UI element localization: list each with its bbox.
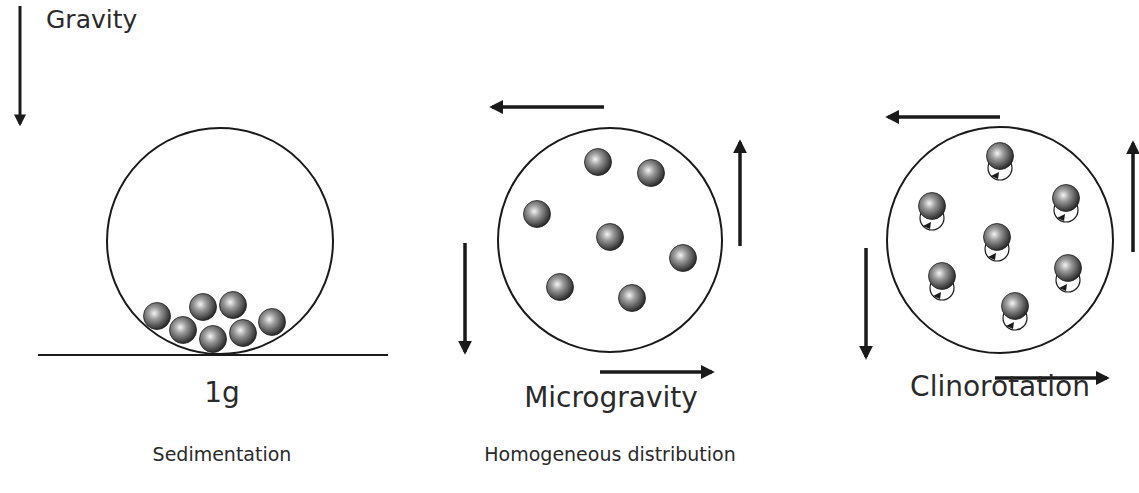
ground-line [38,354,388,356]
particle [1053,185,1080,212]
trace-mark [988,253,996,260]
particle [919,193,946,220]
particle [200,326,227,353]
condition-label: 1g [204,377,240,409]
rotation-arrow [600,370,712,374]
particle [638,160,665,187]
rotation-arrow [864,248,868,357]
container-circle [498,128,722,352]
particle [144,303,171,330]
trace-mark [1057,214,1065,221]
particle [170,317,197,344]
trace-mark [923,222,931,229]
particle [597,224,624,251]
trace-mark [1006,322,1014,329]
condition-label: Microgravity [524,382,698,414]
rotation-arrow [463,243,467,352]
particle [619,285,646,312]
particle [230,320,257,347]
particle [984,224,1011,251]
particle [929,263,956,290]
container-circle [107,128,333,354]
rotation-arrow [888,115,1000,119]
outcome-label: Sedimentation [153,444,292,466]
trace-mark [1059,284,1067,291]
condition-label: Clinorotation [910,371,1090,403]
rotation-arrow [738,142,742,246]
force-label: Gravity [46,6,137,35]
particle [220,292,247,319]
particle [670,245,697,272]
particle [547,274,574,301]
rotation-arrow [1131,143,1135,252]
trace-mark [933,292,941,299]
container-circle [887,127,1113,353]
particle [1002,293,1029,320]
particle [524,201,551,228]
particle [585,149,612,176]
rotation-arrow [492,105,604,109]
particle [987,143,1014,170]
outcome-label: Homogeneous distribution [484,444,735,466]
particle [259,309,286,336]
particle [1055,255,1082,282]
trace-mark [991,172,999,179]
gravity-arrow [19,6,22,124]
particle [190,294,217,321]
